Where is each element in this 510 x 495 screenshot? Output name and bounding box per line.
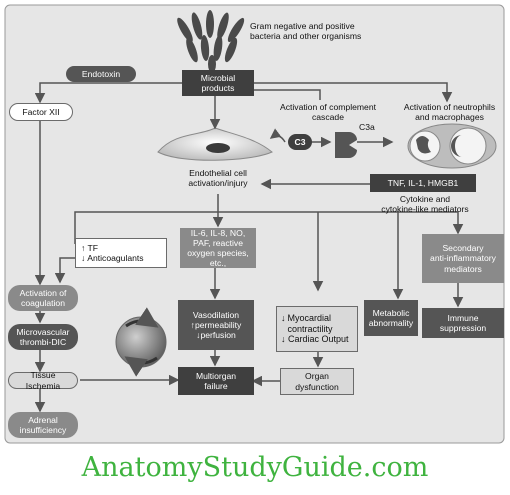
c3-convertase-shape [335, 132, 357, 158]
microvascular-thrombi-pill: Microvascular thrombi-DIC [8, 324, 78, 350]
c3-badge: C3 [288, 134, 312, 150]
down-arrow-icon: ↓ [281, 334, 286, 345]
myocardial-box: ↓Myocardial contractility ↓ Cardiac Outp… [276, 306, 358, 352]
myocardial-label: Myocardial contractility [287, 313, 333, 334]
mediators-box: IL-6, IL-8, NO, PAF, reactive oxygen spe… [180, 228, 256, 268]
neutrophil-activation-label: Activation of neutrophils and macrophage… [403, 102, 496, 123]
c3a-label: C3a [359, 122, 375, 132]
endothelial-cell-illustration [157, 127, 273, 161]
organ-dysfunction-box: Organ dysfunction [280, 368, 354, 395]
adrenal-insufficiency-pill: Adrenal insufficiency [8, 412, 78, 438]
endothelial-activation-label: Endothelial cell activation/injury [188, 168, 248, 189]
neutrophil-macrophage-illustration [407, 123, 497, 169]
anticoagulants-line: ↓ Anticoagulants [81, 253, 144, 263]
tnf-il1-hmgb1-box: TNF, IL-1, HMGB1 [370, 174, 476, 192]
down-arrow-icon: ↓ [81, 253, 86, 263]
down-arrow-icon: ↓ [281, 313, 286, 324]
metabolic-abnormality-box: Metabolic abnormality [364, 300, 418, 336]
circulation-sphere-illustration [115, 307, 167, 377]
perfusion-label: perfusion [200, 330, 236, 341]
secondary-mediators-box: Secondary anti-inflammatory mediators [422, 234, 504, 283]
microbial-products-box: Microbial products [182, 70, 254, 96]
down-arrow-icon: ↓ [196, 330, 201, 341]
multiorgan-failure-box: Multiorgan failure [178, 367, 254, 395]
tissue-ischemia-pill: Tissue Ischemia [8, 370, 78, 391]
anticoagulants-label: Anticoagulants [87, 253, 144, 263]
bacteria-illustration [177, 10, 245, 73]
site-watermark: AnatomyStudyGuide.com [81, 452, 429, 483]
activation-coagulation-pill: Activation of coagulation [8, 285, 78, 311]
complement-cascade-label: Activation of complement cascade [279, 102, 376, 123]
cardiac-output-line: ↓ Cardiac Output [281, 334, 349, 345]
tf-label: TF [87, 242, 99, 253]
cytokine-mediators-label: Cytokine and cytokine-like mediators [381, 194, 469, 215]
up-arrow-icon: ↑ [81, 242, 86, 253]
vasodilation-box: Vasodilation ↑permeability ↓perfusion [178, 300, 254, 350]
endotoxin-pill: Endotoxin [66, 66, 136, 82]
perfusion-line: ↓perfusion [196, 330, 236, 340]
factor-xii-pill: Factor XII [9, 103, 73, 121]
tf-line: ↑ TF [81, 243, 98, 253]
cardiac-output-label: Cardiac Output [288, 334, 349, 345]
permeability-line: ↑permeability [191, 320, 242, 330]
immune-suppression-box: Immune suppression [422, 308, 504, 338]
tf-anticoagulants-box: ↑ TF ↓ Anticoagulants [75, 238, 167, 268]
bacteria-label: Gram negative and positive bacteria and … [250, 21, 362, 42]
up-arrow-icon: ↑ [190, 319, 195, 330]
vasodilation-title: Vasodilation [192, 309, 240, 320]
permeability-label: permeability [194, 319, 242, 330]
myocardial-line: ↓Myocardial contractility [281, 313, 333, 334]
